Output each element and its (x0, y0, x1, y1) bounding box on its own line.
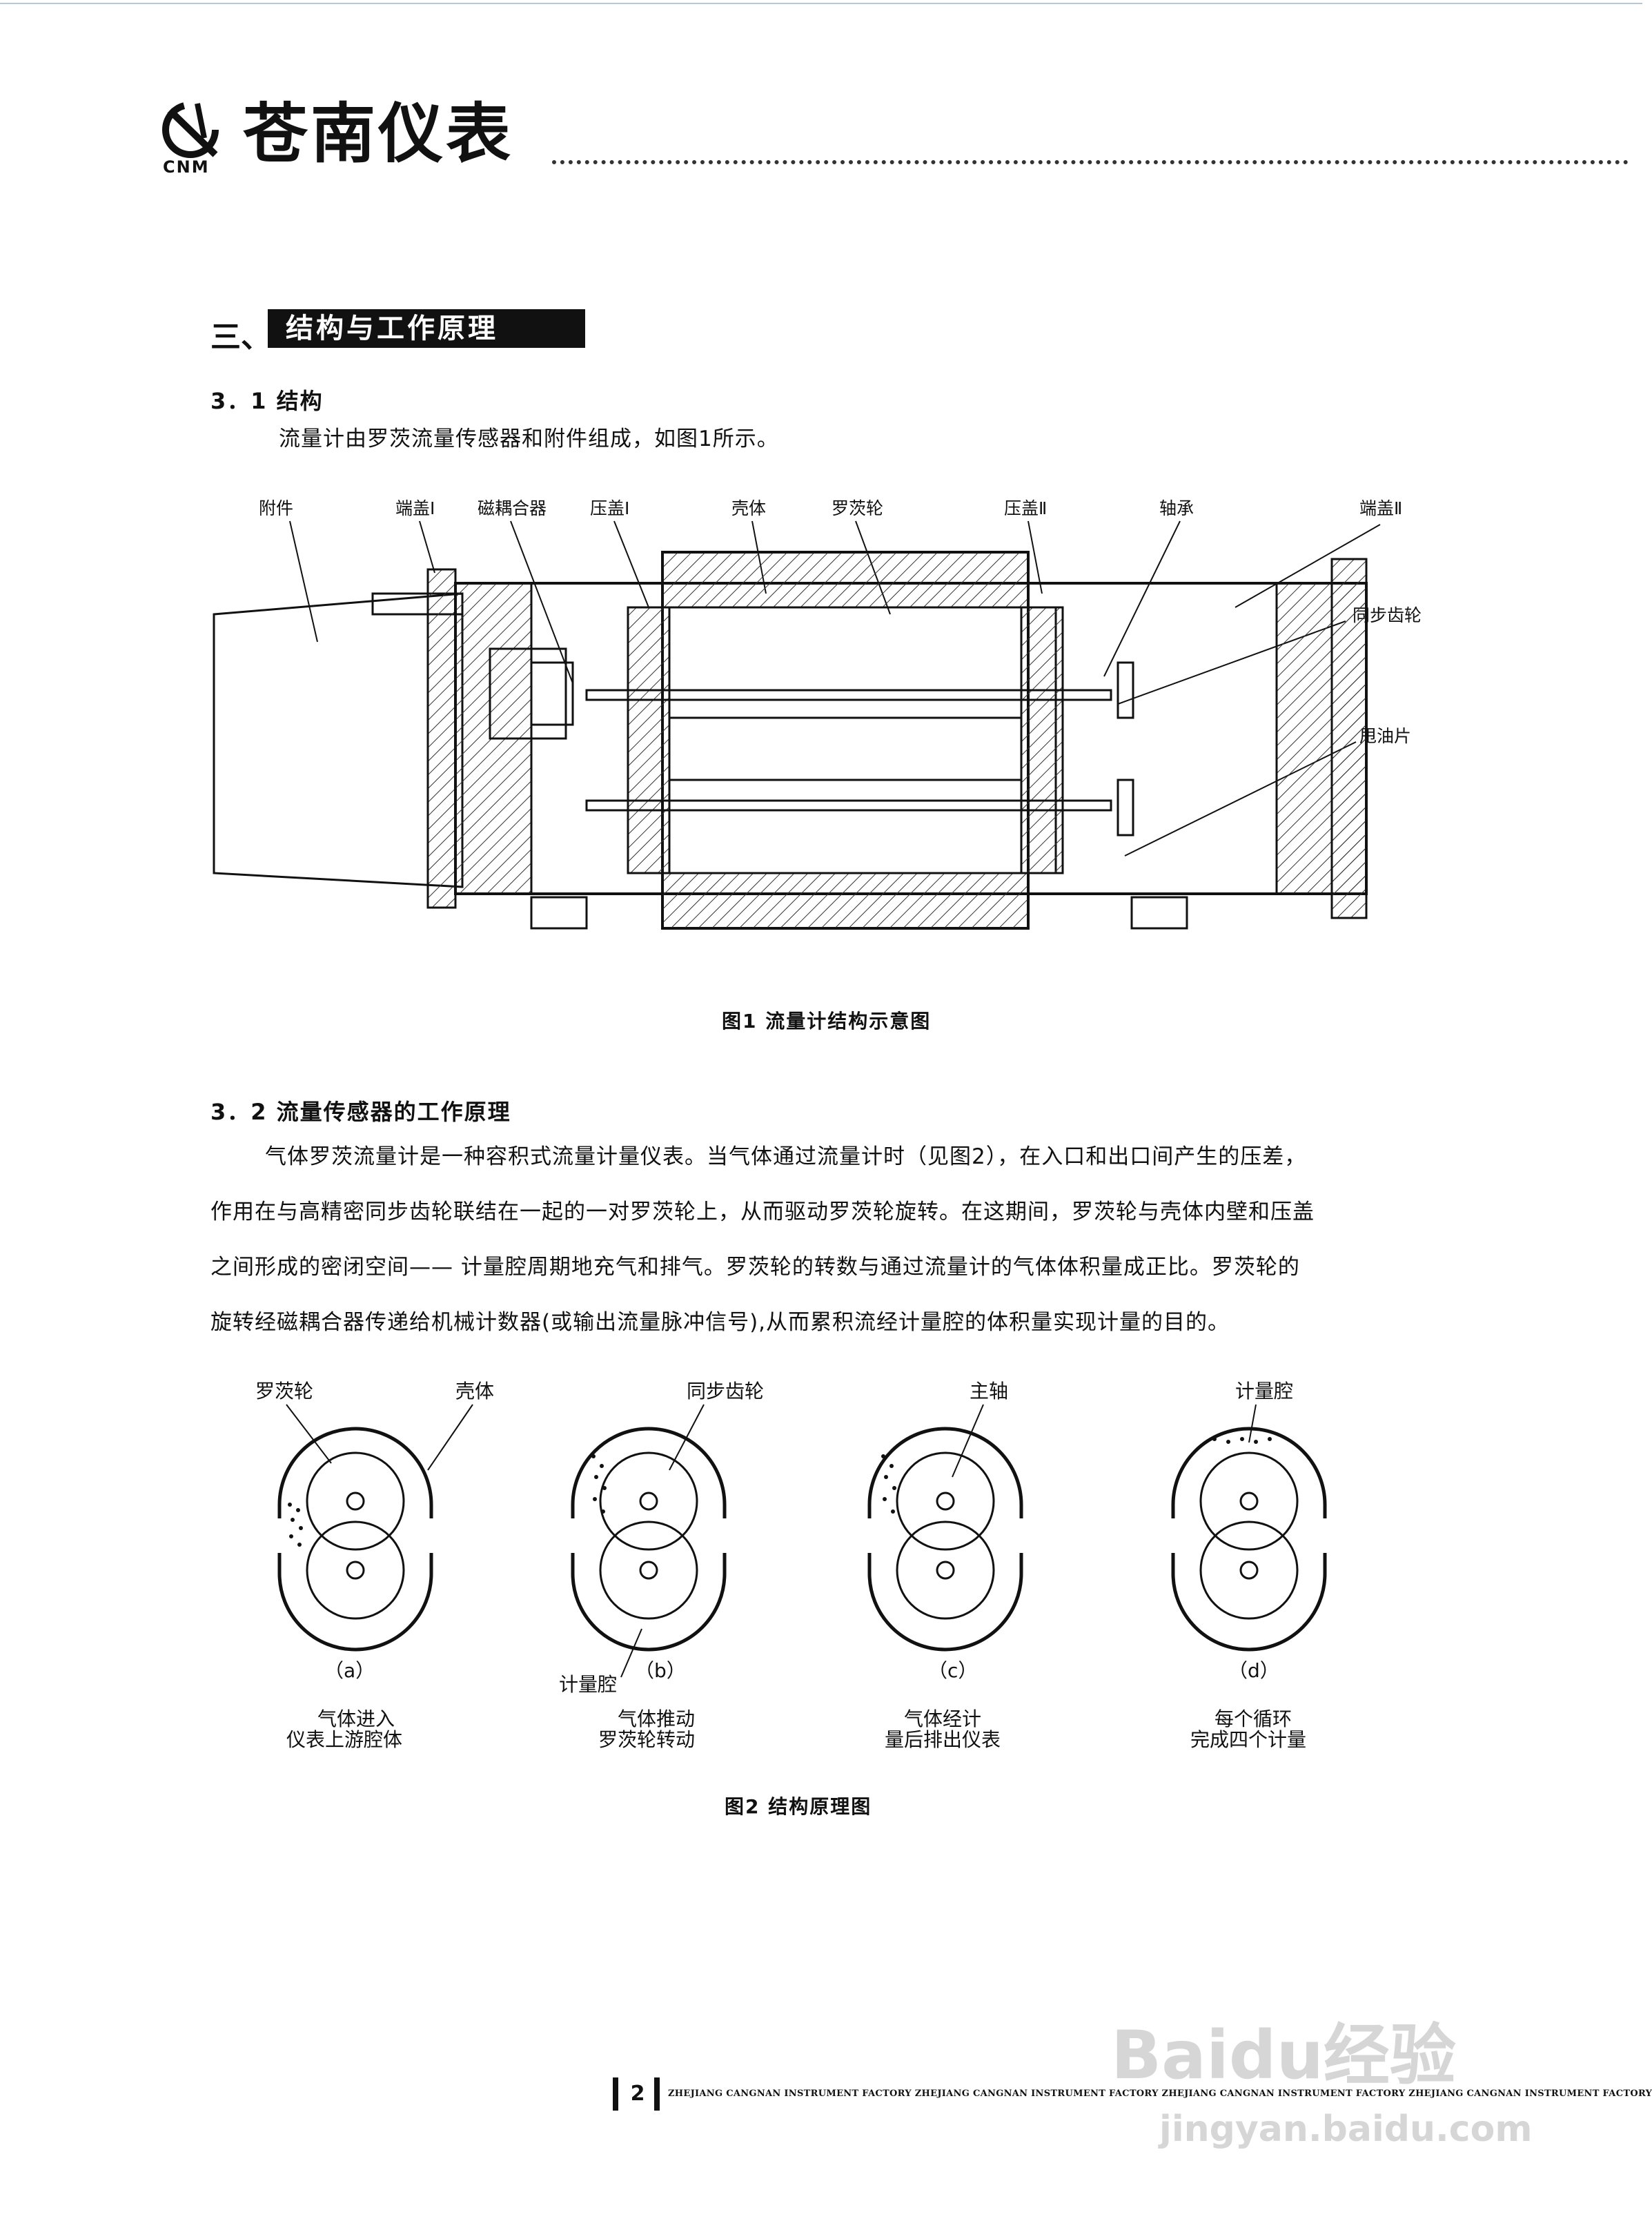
fig2-a-label-housing: 壳体 (455, 1380, 494, 1402)
fig2-b-desc-2: 罗茨轮转动 (598, 1728, 695, 1751)
footer-bar-right (654, 2077, 660, 2111)
fig1-label-0: 附件 (259, 498, 293, 518)
figure-1-caption: 图1 流量计结构示意图 (722, 1010, 932, 1033)
fig2-a-label-rotor: 罗茨轮 (255, 1380, 313, 1402)
fig2-b-label-chamber: 计量腔 (559, 1673, 617, 1696)
figure-2-caption: 图2 结构原理图 (725, 1795, 872, 1818)
brand-abbr: CNM (163, 157, 210, 177)
fig1-label-1: 端盖Ⅰ (395, 498, 435, 518)
top-rule (0, 3, 1642, 4)
fig1-label-10: 甩油片 (1359, 726, 1411, 746)
fig2-c-desc-2: 量后排出仪表 (885, 1728, 1001, 1751)
fig2-b-desc-1: 气体推动 (618, 1708, 695, 1730)
footer-bar-left (613, 2077, 618, 2111)
fig2-c-letter: （c） (928, 1659, 977, 1682)
fig1-label-8: 端盖Ⅱ (1359, 498, 1402, 518)
fig1-label-7: 轴承 (1159, 498, 1194, 518)
fig2-panel-a (277, 1427, 433, 1652)
text-3-1: 流量计由罗茨流量传感器和附件组成，如图1所示。 (279, 427, 779, 451)
cnm-logo-icon (162, 101, 219, 158)
text-3-2-line-3: 之间形成的密闭空间—— 计量腔周期地充气和排气。罗茨轮的转数与通过流量计的气体体… (210, 1255, 1300, 1280)
text-3-2-line-4: 旋转经磁耦合器传递给机械计数器(或输出流量脉冲信号),从而累积流经计量腔的体积量… (210, 1310, 1230, 1335)
fig2-panel-b (571, 1427, 727, 1652)
fig2-c-label-shaft: 主轴 (970, 1380, 1008, 1402)
section-title: 结构与工作原理 (268, 309, 585, 348)
watermark-logo: Baidu经验 (1111, 2017, 1456, 2094)
fig1-label-3: 压盖Ⅰ (590, 498, 629, 518)
fig2-b-letter: （b） (635, 1659, 686, 1682)
figure-2-diagram: 罗茨轮 壳体 （a） 气体进入 仪表上游腔体 同步齿轮 计量腔 （b） 气体推动… (255, 1380, 1327, 1751)
fig2-d-letter: （d） (1228, 1659, 1279, 1682)
watermark-url: jingyan.baidu.com (1159, 2109, 1533, 2150)
section-number: 三、 (210, 320, 271, 355)
fig2-panel-d (1171, 1427, 1327, 1652)
fig2-a-desc-1: 气体进入 (317, 1708, 395, 1730)
fig2-b-label-gear: 同步齿轮 (687, 1380, 764, 1402)
header-dotted-rule (552, 160, 1629, 164)
figure-1-diagram: 附件 端盖Ⅰ 磁耦合器 压盖Ⅰ 壳体 罗茨轮 压盖Ⅱ 轴承 端盖Ⅱ 同步齿轮 甩… (213, 498, 1422, 930)
heading-3-2: 3．2 流量传感器的工作原理 (210, 1099, 511, 1125)
fig2-c-desc-1: 气体经计 (904, 1708, 981, 1730)
fig2-d-label-chamber: 计量腔 (1235, 1380, 1293, 1402)
fig1-label-2: 磁耦合器 (478, 498, 547, 518)
brand-name: 苍南仪表 (243, 97, 514, 172)
fig2-panel-c (867, 1427, 1023, 1652)
fig1-label-4: 壳体 (731, 498, 766, 518)
page-number: 2 (630, 2082, 645, 2106)
heading-3-1: 3．1 结构 (210, 388, 324, 414)
fig2-d-desc-2: 完成四个计量 (1190, 1728, 1306, 1751)
fig2-a-letter: （a） (324, 1659, 375, 1682)
fig1-label-6: 压盖Ⅱ (1004, 498, 1047, 518)
fig2-d-desc-1: 每个循环 (1215, 1708, 1292, 1730)
fig2-a-desc-2: 仪表上游腔体 (286, 1728, 402, 1751)
footer-text: ZHEJIANG CANGNAN INSTRUMENT FACTORY ZHEJ… (668, 2089, 1652, 2099)
fig1-label-5: 罗茨轮 (832, 498, 883, 518)
text-3-2-line-1: 气体罗茨流量计是一种容积式流量计量仪表。当气体通过流量计时（见图2），在入口和出… (265, 1144, 1307, 1169)
text-3-2-line-2: 作用在与高精密同步齿轮联结在一起的一对罗茨轮上，从而驱动罗茨轮旋转。在这期间，罗… (210, 1200, 1315, 1224)
